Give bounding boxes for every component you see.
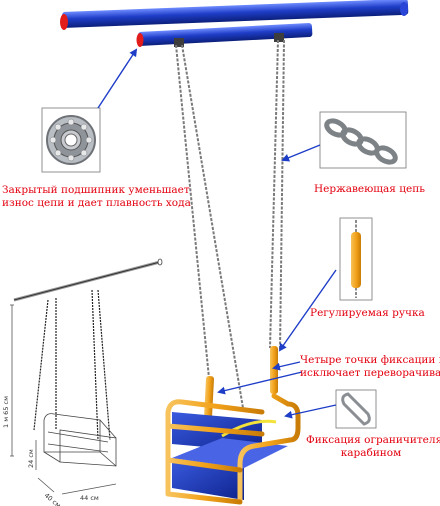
arrow-carabiner [284,404,337,419]
arrow-bearing [97,48,138,109]
arrow-fix-2 [217,371,303,395]
chain-link-icon [319,111,407,169]
label-bearing: Закрытый подшипник уменьшает износ цепи … [2,184,191,210]
arrow-handle [278,269,337,352]
dimension-sketch [10,258,163,495]
label-carabiner-line1: Фиксация ограничителя [306,434,440,446]
bearing-mount-right [274,33,284,42]
label-carabiner: Фиксация ограничителя карабином [306,434,440,460]
arrow-chain [281,144,321,162]
chain-left-front [175,44,210,379]
handle-right [270,346,278,394]
swing-seat [165,393,301,505]
chain-left-back [181,44,244,409]
arrow-fix-1 [272,361,301,371]
handle-icon [339,217,373,301]
dim-width: 44 см [80,494,99,502]
label-fixation: Четыре точки фиксации цепи исключает пер… [300,354,440,380]
bearing-mount-left [174,38,184,47]
label-bearing-line1: Закрытый подшипник уменьшает [2,184,190,196]
label-carabiner-line2: карабином [340,447,402,459]
label-chain: Нержавеющая цепь [314,183,425,195]
top-beam [60,0,409,30]
front-beam [136,23,313,47]
beam-end-cap [136,33,144,47]
dim-seat-height: 24 см [27,449,35,468]
seat-frame [165,393,301,505]
chains [175,39,285,409]
callout-arrows [97,48,337,419]
bearing-icon [41,107,101,173]
dim-depth: 40 см [43,491,63,506]
label-bearing-line2: износ цепи и дает плавность хода [2,197,191,209]
handle-left [204,375,214,421]
dim-height: 1 м 65 см [2,396,10,428]
beam-end-cap [60,14,68,30]
carabiner-icon [335,389,377,429]
chain-right-front [269,39,279,349]
label-fixation-line2: исключает переворачивание [300,367,440,379]
label-fixation-line1: Четыре точки фиксации цепи [300,354,440,366]
chain-right-back [279,39,285,351]
label-handle: Регулируемая ручка [310,307,425,319]
